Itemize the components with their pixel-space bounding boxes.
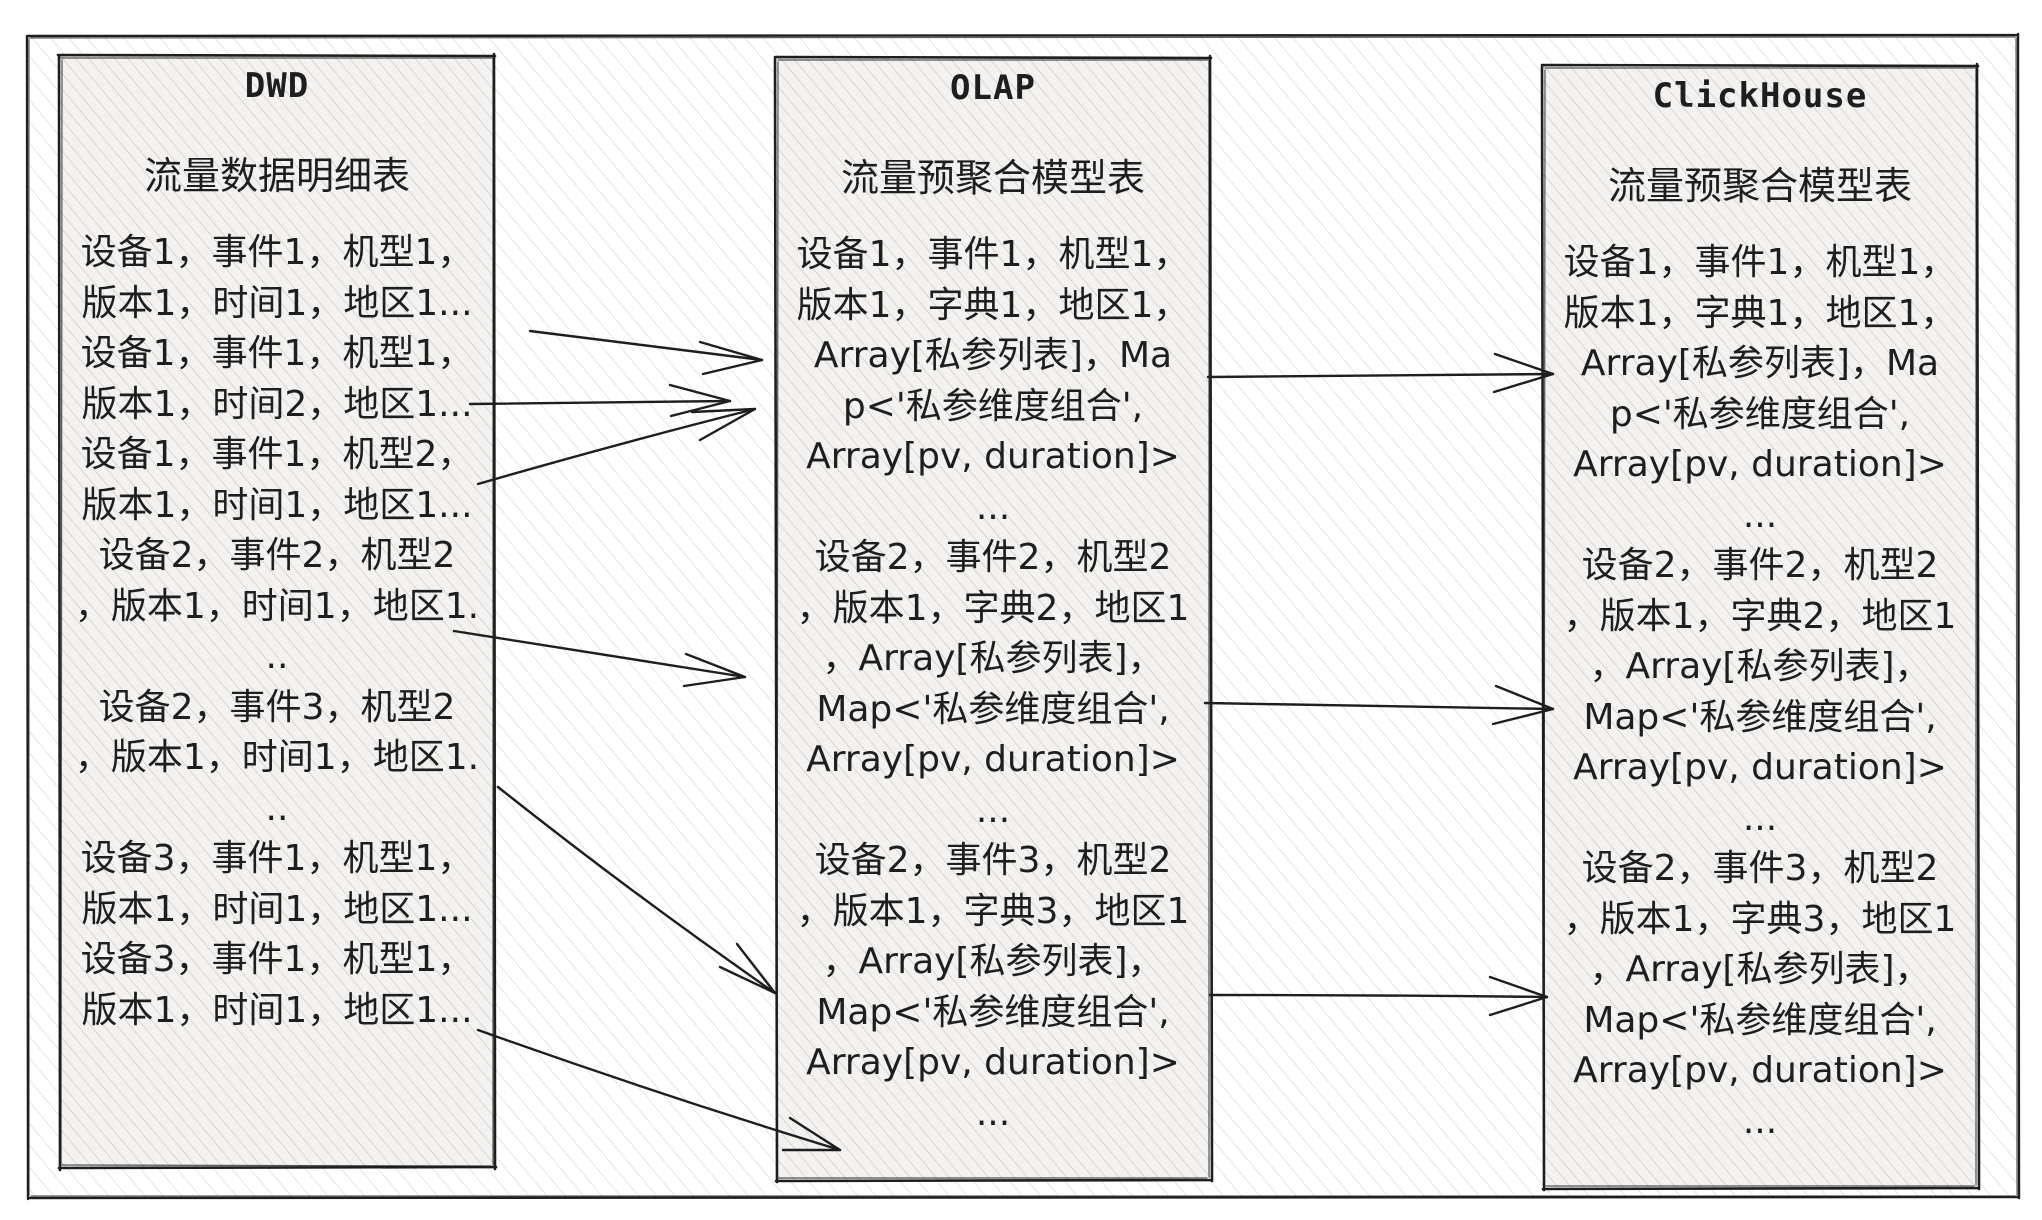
olap-record-line: ... [975, 486, 1011, 528]
olap-record-line: Array[pv, duration]> [806, 1042, 1180, 1083]
olap-record-line: Array[pv, duration]> [806, 739, 1180, 780]
dwd-record-line: 版本1，时间1，地区1... [81, 888, 473, 930]
olap-record-line: 设备2，事件3，机型2 [814, 840, 1172, 881]
olap-record-list: 设备1，事件1，机型1， 版本1，字典1，地区1， Array[私参列表]，Ma… [776, 230, 1210, 1139]
clickhouse-record-line: Array[私参列表]，Ma [1580, 343, 1940, 384]
dwd-panel: DWD 流量数据明细表 设备1，事件1，机型1， 版本1，时间1，地区1... … [60, 66, 494, 1036]
olap-record-line: 设备2，事件2，机型2 [814, 537, 1172, 578]
arrow-dwd-olap-4 [452, 629, 747, 688]
clickhouse-record-line: Array[pv, duration]> [1573, 1050, 1947, 1091]
arrow-dwd-olap-1 [528, 329, 764, 376]
clickhouse-record-list: 设备1，事件1，机型1， 版本1，字典1，地区1， Array[私参列表]，Ma… [1543, 238, 1977, 1147]
arrow-olap-clickhouse-2 [1203, 684, 1555, 726]
clickhouse-panel-title: ClickHouse [1652, 76, 1868, 116]
dwd-panel-box [56, 52, 498, 1172]
arrow-olap-clickhouse-1 [1206, 352, 1555, 394]
dwd-record-line: 版本1，时间2，地区1... [81, 383, 473, 425]
arrow-dwd-olap-5 [496, 785, 777, 995]
olap-record-line: Map<'私参维度组合', [816, 991, 1170, 1033]
olap-record-line: 设备1，事件1，机型1， [796, 234, 1190, 275]
clickhouse-record-line: 设备2，事件3，机型2 [1581, 848, 1939, 889]
clickhouse-record-line: ... [1742, 494, 1778, 536]
olap-record-line: ，版本1，字典3，地区1 [796, 890, 1190, 932]
clickhouse-panel-subtitle: 流量预聚合模型表 [1607, 164, 1912, 208]
dwd-record-line: 设备3，事件1，机型1， [80, 838, 474, 879]
olap-record-line: ，Array[私参列表]， [822, 941, 1164, 982]
clickhouse-record-line: ，版本1，字典2，地区1 [1563, 595, 1957, 637]
clickhouse-record-line: 设备1，事件1，机型1， [1563, 242, 1957, 283]
olap-record-line: p<'私参维度组合', [842, 385, 1144, 427]
dwd-record-line: 设备2，事件2，机型2 [98, 535, 456, 576]
dwd-record-line: 设备1，事件1，机型2， [80, 434, 474, 475]
clickhouse-panel-box [1540, 62, 1981, 1192]
dwd-record-line: 版本1，时间1，地区1... [81, 282, 473, 324]
olap-record-line: Array[pv, duration]> [806, 436, 1180, 477]
dwd-record-line: ，版本1，时间1，地区1. [74, 737, 480, 778]
clickhouse-record-line: Map<'私参维度组合', [1583, 696, 1937, 738]
olap-panel-box [773, 54, 1214, 1184]
dwd-record-line: 设备3，事件1，机型1， [80, 939, 474, 980]
clickhouse-record-line: ... [1742, 1100, 1778, 1142]
clickhouse-record-line: ，版本1，字典3，地区1 [1563, 898, 1957, 940]
dwd-record-line: 版本1，时间1，地区1... [81, 484, 473, 526]
dwd-record-line: 设备2，事件3，机型2 [98, 686, 456, 728]
dwd-panel-subtitle: 流量数据明细表 [143, 154, 410, 198]
clickhouse-record-line: p<'私参维度组合', [1609, 393, 1911, 435]
dwd-record-line: .. [265, 787, 289, 829]
clickhouse-record-line: ，Array[私参列表]， [1589, 646, 1931, 687]
olap-panel: OLAP 流量预聚合模型表 设备1，事件1，机型1， 版本1，字典1，地区1， … [776, 68, 1210, 1139]
arrow-dwd-olap-6 [476, 1028, 842, 1152]
dwd-record-line: 设备1，事件1，机型1， [80, 232, 474, 273]
dwd-record-line: ，版本1，时间1，地区1. [74, 585, 480, 627]
olap-record-line: ... [975, 789, 1011, 831]
olap-record-line: ... [975, 1092, 1011, 1134]
dwd-panel-title: DWD [244, 66, 310, 106]
clickhouse-record-line: ... [1742, 797, 1778, 839]
clickhouse-record-line: Array[pv, duration]> [1573, 444, 1947, 485]
olap-record-line: Map<'私参维度组合', [816, 688, 1170, 730]
olap-record-line: 版本1，字典1，地区1， [796, 284, 1190, 326]
clickhouse-record-line: Map<'私参维度组合', [1583, 999, 1937, 1041]
clickhouse-panel: ClickHouse 流量预聚合模型表 设备1，事件1，机型1， 版本1，字典1… [1543, 76, 1977, 1147]
arrow-dwd-olap-2 [468, 383, 732, 418]
olap-record-line: ，Array[私参列表]， [822, 638, 1164, 679]
olap-panel-title: OLAP [950, 68, 1036, 108]
olap-panel-subtitle: 流量预聚合模型表 [840, 156, 1145, 200]
clickhouse-record-line: Array[pv, duration]> [1573, 747, 1947, 788]
clickhouse-record-line: 设备2，事件2，机型2 [1581, 545, 1939, 586]
dwd-record-line: 设备1，事件1，机型1， [80, 333, 474, 374]
dwd-record-list: 设备1，事件1，机型1， 版本1，时间1，地区1... 设备1，事件1，机型1，… [60, 228, 494, 1036]
dwd-record-line: .. [265, 636, 289, 677]
arrow-dwd-olap-3 [476, 407, 757, 486]
dwd-record-line: 版本1，时间1，地区1... [81, 989, 473, 1031]
clickhouse-record-line: 版本1，字典1，地区1， [1563, 292, 1957, 334]
clickhouse-record-line: ，Array[私参列表]， [1589, 949, 1931, 990]
olap-record-line: Array[私参列表]，Ma [813, 335, 1173, 376]
olap-record-line: ，版本1，字典2，地区1 [796, 587, 1190, 629]
arrow-olap-clickhouse-3 [1208, 975, 1549, 1017]
